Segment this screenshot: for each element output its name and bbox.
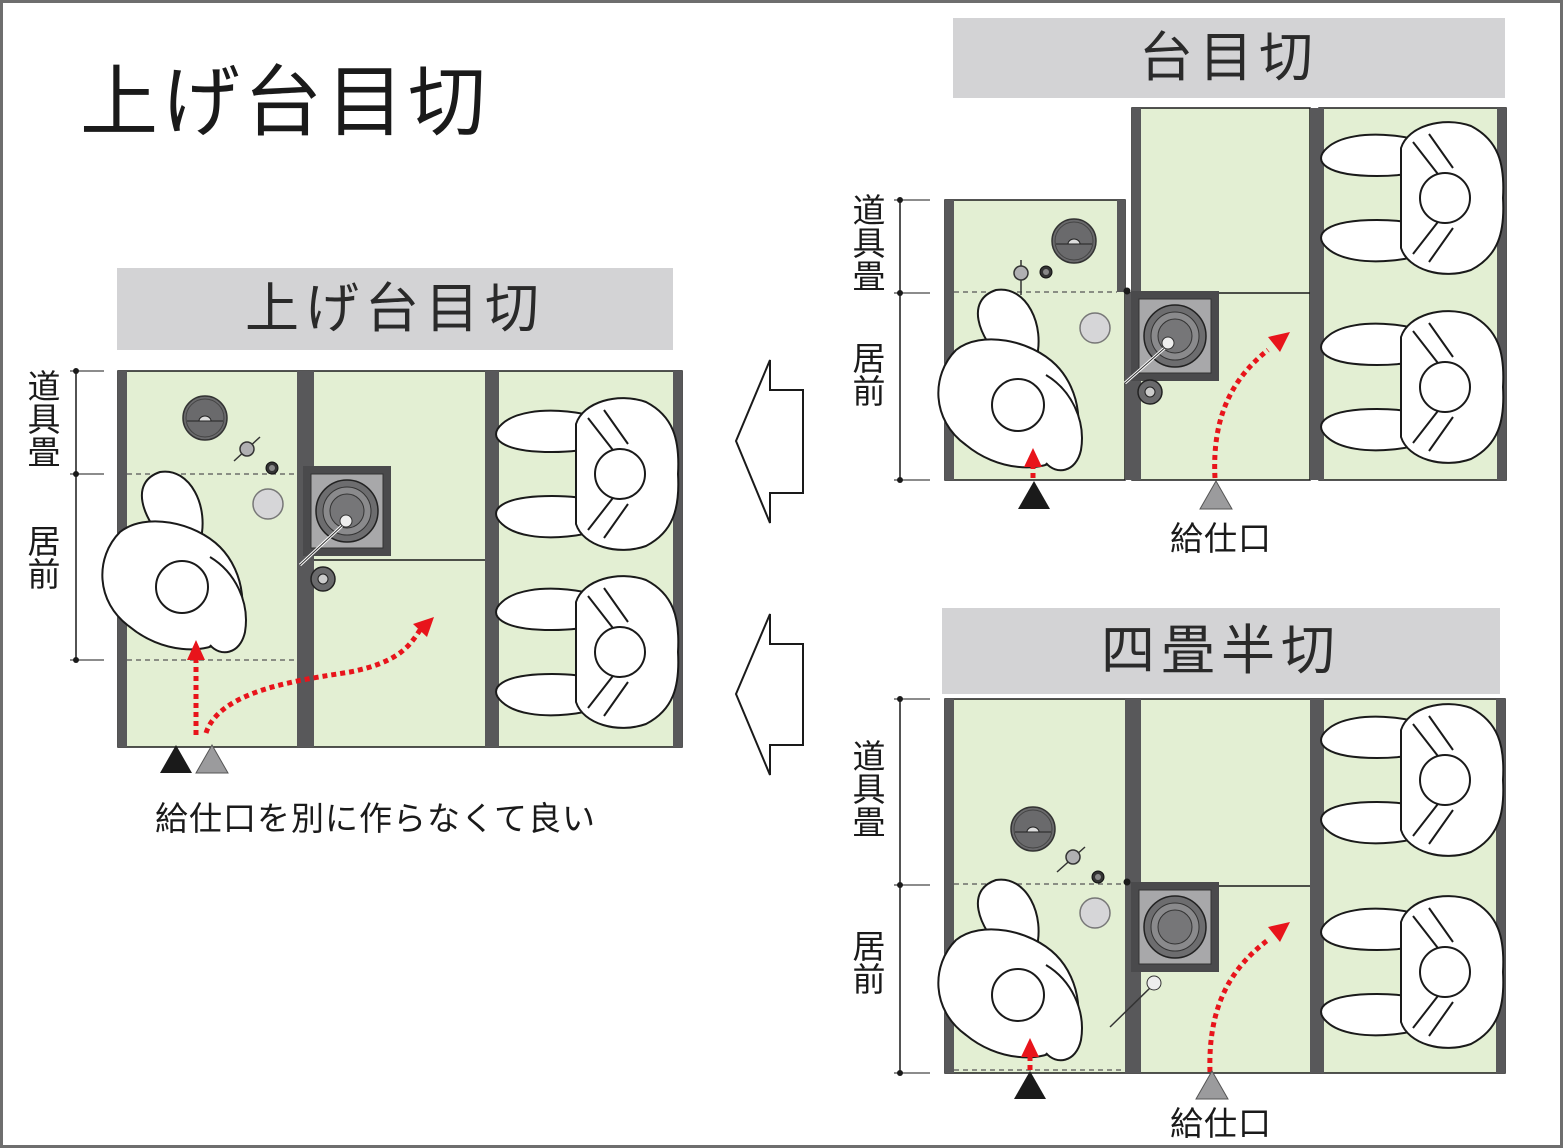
top-right-panel-title: 台目切 (953, 18, 1505, 98)
left-futaoki-icon (239, 441, 255, 457)
tr-label-imae: 居前 (853, 339, 886, 411)
upper-hollow-arrow-icon (734, 359, 804, 524)
lower-hollow-arrow-icon (734, 613, 804, 776)
left-mizusashi-icon (182, 395, 228, 441)
top-right-kyujiguchi-label: 給仕口 (1170, 519, 1272, 558)
left-label-dogu: 道具畳 (28, 367, 61, 472)
left-ro-hearth-icon (302, 465, 392, 557)
tr-label-dogu: 道具畳 (853, 191, 886, 296)
left-caption: 給仕口を別に作らなくて良い (155, 799, 597, 838)
br-chawan-icon (1079, 897, 1111, 929)
bottom-right-kyujiguchi-label: 給仕口 (1170, 1104, 1272, 1143)
bottom-right-panel-title: 四畳半切 (942, 608, 1500, 694)
tr-futaoki-icon (1013, 265, 1029, 281)
tr-mizusashi-icon (1051, 218, 1097, 264)
br-label-imae: 居前 (853, 927, 886, 999)
tr-chawan-icon (1079, 312, 1111, 344)
tr-kensui-icon (1137, 379, 1163, 405)
left-label-imae: 居前 (28, 522, 61, 594)
left-panel-title: 上げ台目切 (117, 268, 673, 350)
br-label-dogu: 道具畳 (853, 737, 886, 842)
top-right-floor-plan (894, 107, 1507, 510)
br-natsume-icon (1091, 870, 1105, 884)
left-natsume-icon (265, 461, 279, 475)
page-title: 上げ台目切 (80, 58, 491, 148)
left-kensui-icon (310, 566, 336, 592)
left-chawan-icon (252, 488, 284, 520)
br-futaoki-icon (1065, 849, 1081, 865)
left-floor-plan (70, 368, 683, 774)
bottom-right-floor-plan (894, 696, 1506, 1100)
br-mizusashi-icon (1010, 806, 1056, 852)
tr-natsume-icon (1039, 265, 1053, 279)
br-ro-hearth-icon (1130, 881, 1220, 973)
